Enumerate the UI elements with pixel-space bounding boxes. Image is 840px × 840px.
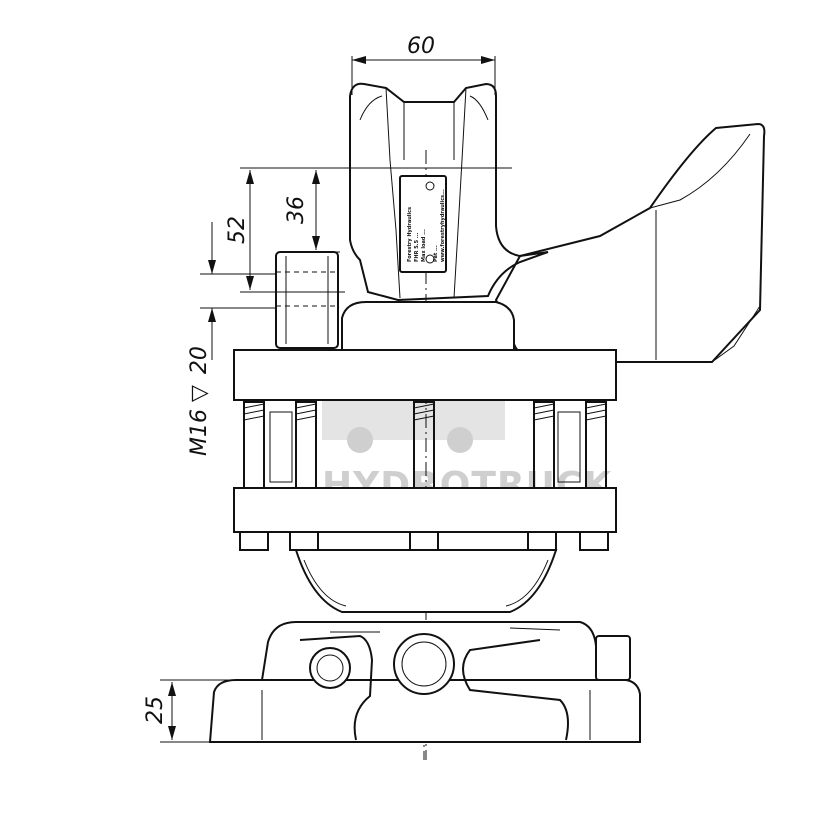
rotator-body bbox=[294, 549, 558, 613]
nameplate-line-3: Max load ... bbox=[421, 229, 427, 262]
upper-flange bbox=[233, 349, 617, 401]
side-stop-arm bbox=[494, 122, 766, 363]
nameplate-line-2: FHR 5.5 ... bbox=[414, 232, 420, 262]
depth-symbol-icon: ▽ bbox=[187, 385, 212, 402]
dimension-25: 25 bbox=[143, 679, 262, 743]
flange-nuts bbox=[239, 531, 609, 551]
dimension-52: 52 bbox=[225, 167, 345, 293]
dimension-36-label: 36 bbox=[284, 196, 309, 224]
dimension-25-label: 25 bbox=[143, 696, 168, 724]
nameplate-line-1: Forestry Hydraulics bbox=[407, 207, 413, 262]
nameplate-line-4: Pat ... bbox=[433, 245, 439, 262]
svg-text:M16 ▽ 20: M16 ▽ 20 bbox=[187, 346, 212, 456]
upper-hub bbox=[341, 301, 515, 351]
nameplate-line-5: www.forestryhydraulics... bbox=[440, 189, 446, 262]
dimension-60: 60 bbox=[351, 34, 496, 95]
dimension-36: 36 bbox=[284, 167, 512, 253]
hydraulic-port-fitting bbox=[275, 251, 339, 349]
lower-flange bbox=[233, 487, 617, 533]
dimension-thread-m16: M16 ▽ 20 bbox=[187, 222, 276, 456]
dimension-52-label: 52 bbox=[225, 216, 250, 244]
thread-depth-label: 20 bbox=[187, 346, 212, 374]
nameplate: Forestry Hydraulics FHR 5.5 ... Max load… bbox=[399, 175, 447, 273]
top-bracket bbox=[349, 82, 549, 302]
thread-size-label: M16 bbox=[187, 409, 212, 456]
dimension-60-label: 60 bbox=[407, 34, 435, 59]
base-pivot-holes bbox=[309, 633, 455, 695]
